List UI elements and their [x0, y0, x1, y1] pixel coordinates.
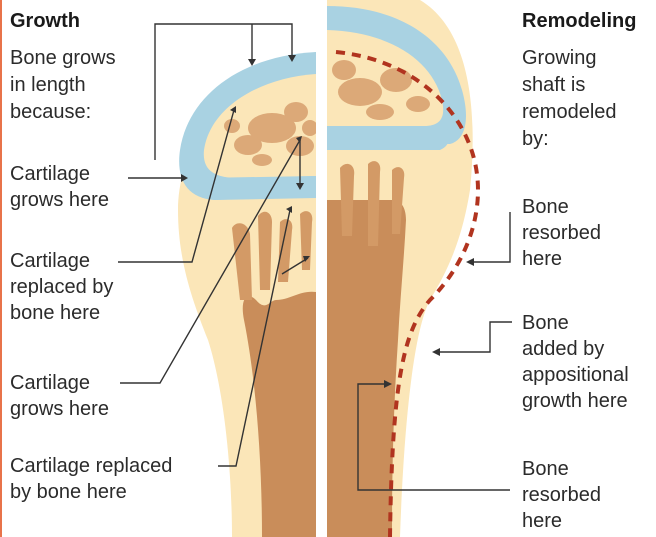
trabeculae-right: [340, 161, 404, 246]
label-bone-resorbed-1: Bone resorbed here: [522, 194, 601, 272]
section-gap: [316, 0, 327, 537]
label-cartilage-grows-1: Cartilage grows here: [10, 161, 109, 213]
growth-plate-right: [327, 126, 449, 150]
label-cartilage-replaced-1: Cartilage replaced by bone here: [10, 248, 113, 326]
remodeling-heading: Remodeling: [522, 8, 636, 34]
remodeling-intro: Growing shaft is remodeled by:: [522, 45, 617, 153]
label-bone-resorbed-2: Bone resorbed here: [522, 456, 601, 534]
label-cartilage-grows-2: Cartilage grows here: [10, 370, 109, 422]
remodeling-half: [327, 0, 473, 537]
growth-half: [178, 52, 318, 537]
growth-intro: Bone grows in length because:: [10, 45, 116, 126]
growth-plate-left: [199, 176, 316, 200]
growth-heading: Growth: [10, 8, 80, 34]
label-bone-added: Bone added by appositional growth here: [522, 310, 629, 414]
label-cartilage-replaced-2: Cartilage replaced by bone here: [10, 453, 172, 505]
